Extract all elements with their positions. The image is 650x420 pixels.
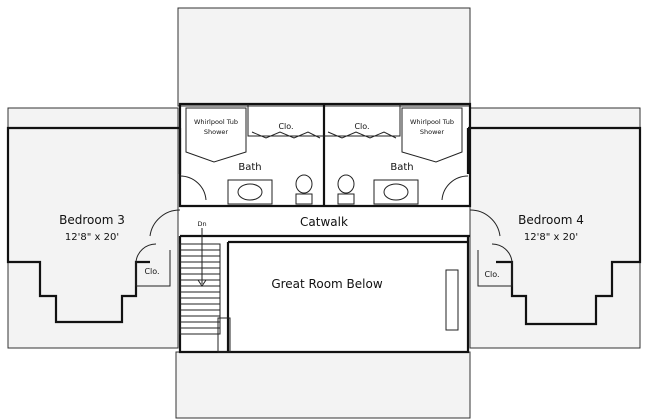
tub-left-line2: Shower	[204, 128, 229, 136]
closet-right-label: Clo.	[484, 270, 499, 279]
stair-down-label: Dn	[197, 220, 206, 228]
exterior-walls	[6, 102, 642, 354]
fixtures	[227, 174, 419, 205]
bedroom-4-label: Bedroom 4	[518, 213, 584, 227]
bedroom-3-size: 12'8" x 20'	[65, 232, 119, 243]
tub-right-line2: Shower	[420, 128, 445, 136]
catwalk-label: Catwalk	[300, 215, 348, 229]
closet-top-right-label: Clo.	[354, 122, 369, 131]
roof-areas	[7, 7, 641, 419]
tub-right-line1: Whirlpool Tub	[410, 118, 454, 126]
bedroom-4-size: 12'8" x 20'	[524, 232, 578, 243]
bath-right-label: Bath	[390, 162, 413, 173]
staircase	[179, 228, 221, 335]
closet-left-label: Clo.	[144, 267, 159, 276]
closet-top-left-label: Clo.	[278, 122, 293, 131]
tub-left-line1: Whirlpool Tub	[194, 118, 238, 126]
great-room-label: Great Room Below	[271, 277, 383, 291]
bath-left-label: Bath	[238, 162, 261, 173]
interior-walls	[135, 104, 513, 353]
bedroom-3-label: Bedroom 3	[59, 213, 125, 227]
